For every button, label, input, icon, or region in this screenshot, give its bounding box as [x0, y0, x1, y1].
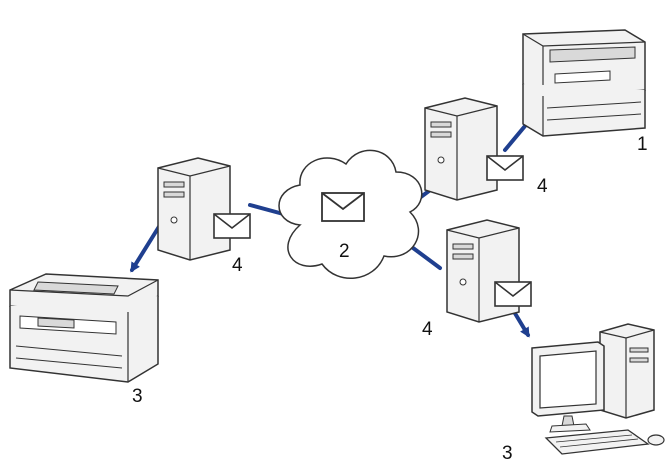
server-right-bottom	[446, 219, 532, 323]
envelope-icon	[494, 281, 532, 307]
printer-icon	[9, 273, 159, 383]
destination-printer	[9, 273, 159, 383]
label-internet: 2	[339, 241, 350, 262]
label-server-right-top: 4	[537, 176, 548, 197]
envelope-icon	[321, 192, 365, 222]
envelope-icon	[213, 213, 251, 239]
label-source-device: 1	[637, 134, 648, 155]
server-right-top	[424, 97, 524, 201]
printer-icon	[522, 29, 646, 137]
destination-computer	[531, 323, 665, 455]
label-server-left: 4	[232, 255, 243, 276]
internet-cloud	[278, 149, 423, 279]
label-server-right-bottom: 4	[422, 319, 433, 340]
link-server-left-to-printer	[130, 223, 162, 273]
label-destination-device-left: 3	[132, 386, 143, 407]
server-tower-icon	[157, 157, 231, 261]
desktop-computer-icon	[531, 323, 665, 455]
source-printer	[522, 29, 646, 137]
server-tower-icon	[424, 97, 498, 201]
label-destination-computer: 3	[502, 443, 513, 464]
server-left	[157, 157, 251, 261]
envelope-icon	[486, 155, 524, 181]
